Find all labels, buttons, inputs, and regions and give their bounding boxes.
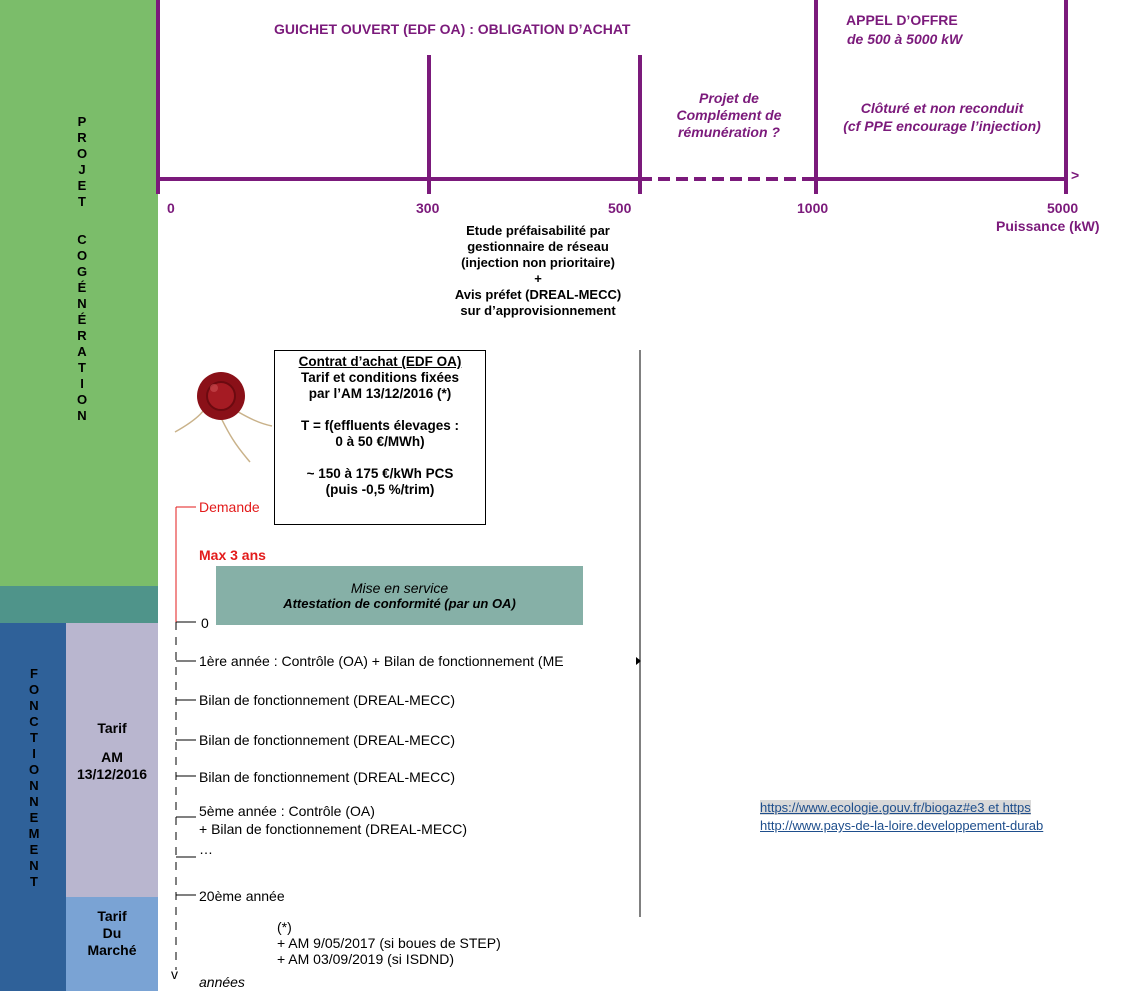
vertical-letter: N: [77, 408, 87, 423]
vertical-letter: G: [76, 264, 88, 279]
transition-sidebar-block: [0, 586, 158, 623]
vertical-letter: N: [29, 794, 39, 809]
tarif-am-block: [66, 623, 158, 897]
projet-sidebar-block: [0, 0, 158, 586]
vertical-letter: E: [29, 810, 39, 825]
vertical-letter: N: [77, 296, 87, 311]
tarif-marche-block: [66, 897, 158, 991]
tick-label-0: 0: [167, 200, 175, 216]
vertical-letter: R: [77, 130, 87, 145]
cloture-label: Clôturé et non reconduit (cf PPE encoura…: [843, 100, 1041, 134]
contrat-achat-box: Contrat d’achat (EDF OA) Tarif et condit…: [274, 350, 486, 525]
vertical-letter: T: [30, 874, 38, 889]
row-bilan-2: Bilan de fonctionnement (DREAL-MECC): [199, 732, 455, 748]
mise-en-service-box: Mise en service Attestation de conformit…: [216, 566, 583, 625]
notes-block: (*) + AM 9/05/2017 (si boues de STEP) + …: [277, 919, 501, 967]
vertical-letter: C: [29, 714, 39, 729]
vertical-letter: T: [30, 730, 38, 745]
appel-offre-title: APPEL D’OFFRE: [846, 12, 958, 28]
link-ecologie[interactable]: https://www.ecologie.gouv.fr/biogaz#e3 e…: [760, 800, 1031, 815]
timeline-zero: 0: [201, 615, 209, 631]
row-bilan-3: Bilan de fonctionnement (DREAL-MECC): [199, 769, 455, 785]
annees-label: années: [199, 974, 245, 990]
projet-cr-label: Projet de Complément de rémunération ?: [676, 90, 782, 140]
axis-arrow-head: >: [1071, 167, 1080, 183]
axis-label-puissance: Puissance (kW): [996, 218, 1100, 234]
vertical-letter: É: [77, 312, 87, 327]
tick-label-300: 300: [416, 200, 440, 216]
vertical-letter: O: [76, 248, 88, 263]
tarif-marche-label: Tarif Du Marché: [87, 908, 137, 958]
tarif-am-label: Tarif AM 13/12/2016: [76, 720, 148, 782]
link-pays-de-la-loire[interactable]: http://www.pays-de-la-loire.developpemen…: [760, 818, 1044, 833]
row-y5-b: + Bilan de fonctionnement (DREAL-MECC): [199, 821, 468, 837]
vertical-letter: O: [76, 146, 88, 161]
vertical-letter: E: [77, 178, 87, 193]
max-3-ans-label: Max 3 ans: [199, 547, 266, 563]
vertical-letter: M: [28, 826, 40, 841]
vertical-letter: N: [29, 778, 39, 793]
vertical-letter: N: [29, 698, 39, 713]
timeline-arrow-v: v: [171, 966, 178, 982]
row-y1-arrow: [636, 657, 641, 665]
row-bilan-1: Bilan de fonctionnement (DREAL-MECC): [199, 692, 455, 708]
appel-offre-sub: de 500 à 5000 kW: [847, 31, 963, 47]
contrat-title: Contrat d’achat (EDF OA): [298, 354, 462, 369]
vertical-letter: O: [28, 762, 40, 777]
vertical-letter: A: [77, 344, 87, 359]
row-y1: 1ère année : Contrôle (OA) + Bilan de fo…: [199, 653, 564, 669]
guichet-title: GUICHET OUVERT (EDF OA) : OBLIGATION D’A…: [274, 21, 631, 37]
vertical-letter: O: [76, 392, 88, 407]
fonctionnement-sidebar-block: [0, 623, 66, 991]
vertical-letter: F: [30, 666, 38, 681]
vertical-letter: E: [29, 842, 39, 857]
vertical-letter: P: [77, 114, 87, 129]
row-y20: 20ème année: [199, 888, 285, 904]
demande-label: Demande: [199, 499, 260, 515]
vertical-letter: J: [78, 162, 86, 177]
vertical-letter: O: [28, 682, 40, 697]
vertical-letter: C: [77, 232, 87, 247]
vertical-letter: T: [78, 194, 86, 209]
row-y5-a: 5ème année : Contrôle (OA): [199, 803, 375, 819]
vertical-letter: R: [77, 328, 87, 343]
vertical-letter: É: [77, 280, 87, 295]
vertical-letter: T: [78, 360, 86, 375]
tick-label-500: 500: [608, 200, 632, 216]
tick-label-5000: 5000: [1047, 200, 1079, 216]
tick-label-1000: 1000: [797, 200, 829, 216]
vertical-letter: I: [32, 746, 36, 761]
vertical-letter: I: [80, 376, 84, 391]
etude-prefaisabilite-block: Etude préfaisabilité par gestionnaire de…: [454, 223, 622, 318]
vertical-letter: N: [29, 858, 39, 873]
row-ellipsis: …: [199, 841, 213, 857]
